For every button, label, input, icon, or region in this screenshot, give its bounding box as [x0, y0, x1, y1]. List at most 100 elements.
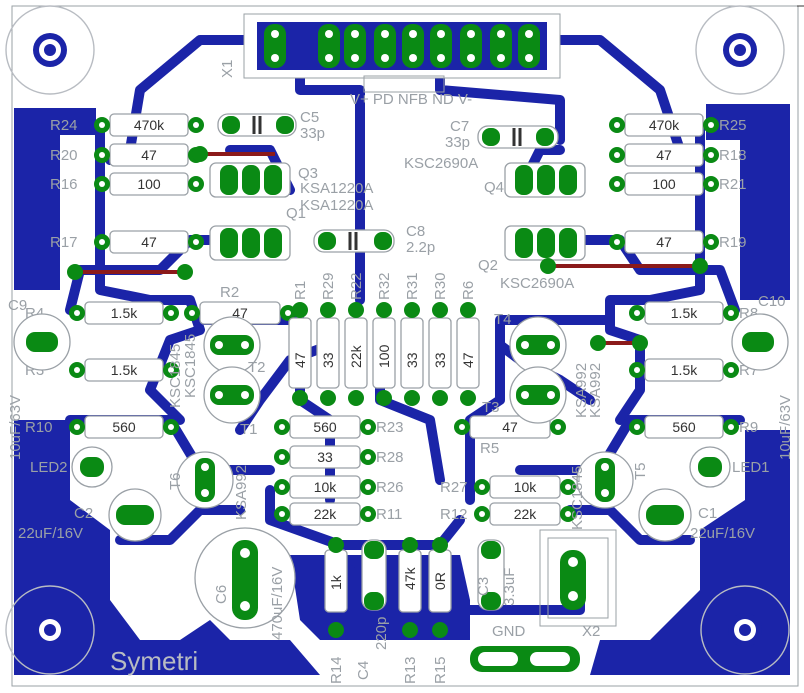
resistor-ref: R10 [25, 419, 53, 436]
c8-value: 2.2p [406, 239, 435, 256]
c4-value: 220p [373, 617, 390, 650]
transistor-t1: T1 KSC1845 [167, 344, 261, 438]
vertical-resistor-array: 47R133R2922kR22100R3233R3133R3047R61kR14… [288, 272, 480, 684]
resistor-value: 1k [328, 574, 344, 590]
q2-ref: Q2 [478, 257, 498, 274]
resistor-value: 10k [514, 479, 538, 495]
resistor-value: 1.5k [111, 305, 138, 321]
gnd-label: GND [492, 623, 526, 640]
q4-ref: Q4 [484, 179, 504, 196]
capacitor-c8: C8 2.2p [313, 223, 435, 256]
resistor-ref: R20 [50, 147, 78, 164]
resistor-ref: R25 [719, 117, 747, 134]
resistor-value: 33 [320, 352, 336, 368]
resistor-ref: R19 [719, 234, 747, 251]
t4-part: KSA992 [573, 363, 590, 418]
ground-plane-right-lower [590, 430, 790, 675]
resistor-value: 100 [652, 176, 676, 192]
c2-value: 22uF/16V [18, 525, 83, 542]
ground-plane-left [14, 108, 96, 290]
transistor-t2: T2 KSC1845 [182, 316, 266, 398]
q3-part: KSA1220A [300, 180, 373, 197]
x1-pin-labels: V+ PD NFB ND V- [350, 91, 472, 108]
resistor-ref: R26 [376, 479, 404, 496]
q2-part: KSC2690A [500, 275, 574, 292]
resistor-value: 22k [514, 506, 538, 522]
resistor-value: 560 [672, 419, 696, 435]
mounting-hole-top-right [695, 5, 785, 95]
t2-part: KSC1845 [182, 334, 199, 398]
t6-part: KSA992 [233, 465, 250, 520]
resistor-value: 33 [432, 352, 448, 368]
resistor-r25: 470k R25 [609, 113, 747, 137]
resistor-r10: 560 R10 [25, 415, 179, 439]
resistor-value: 47 [292, 352, 308, 368]
resistor-value: 0R [432, 572, 448, 590]
resistor-value: 470k [134, 117, 165, 133]
transistor-q2: Q2 KSC2690A [478, 225, 586, 292]
c4-ref: C4 [355, 661, 372, 680]
resistor-ref: R31 [404, 272, 421, 300]
capacitor-c5: C5 33p [217, 109, 325, 142]
capacitor-c10: C10 10uF/63V [731, 293, 794, 460]
transistor-q1: KSA1220A Q1 [209, 197, 373, 261]
connector-x1: X1 V+ PD NFB ND V- [219, 13, 561, 108]
resistor-ref: R23 [376, 419, 404, 436]
resistor-r12: 22k R12 [440, 502, 576, 526]
resistor-value: 22k [348, 344, 364, 368]
q3-ref: Q3 [298, 165, 318, 182]
resistor-ref: R14 [328, 656, 345, 684]
c9-ref: C9 [8, 297, 27, 314]
capacitor-c4: C4 220p [355, 539, 390, 680]
c5-ref: C5 [300, 109, 319, 126]
resistor-ref: R13 [402, 656, 419, 684]
t1-part: KSC1845 [167, 344, 184, 408]
board-title: Symetri [110, 646, 198, 676]
resistor-ref: R28 [376, 449, 404, 466]
resistor-value: 560 [112, 419, 136, 435]
resistor-value: 47 [141, 147, 157, 163]
resistor-value: 47k [402, 566, 418, 590]
resistor-value: 47 [656, 147, 672, 163]
capacitor-c2: C2 22uF/16V [18, 488, 162, 542]
c3-ref: C3 [475, 577, 492, 596]
mounting-hole-bottom-left [5, 585, 95, 675]
c7-value: 33p [445, 134, 470, 151]
c8-ref: C8 [406, 223, 425, 240]
led1-ref: LED1 [732, 459, 770, 476]
transistor-t3: KSA992 T3 [482, 363, 604, 424]
resistor-value: 470k [649, 117, 680, 133]
c10-value: 10uF/63V [777, 395, 794, 460]
q1-ref: Q1 [286, 205, 306, 222]
resistor-ref: R12 [440, 506, 468, 523]
resistor-value: 47 [460, 352, 476, 368]
x1-ref: X1 [219, 60, 236, 78]
resistor-value: 22k [314, 506, 338, 522]
resistor-ref: R29 [320, 272, 337, 300]
t6-ref: T6 [167, 472, 184, 490]
q1-part: KSA1220A [300, 197, 373, 214]
resistor-ref: R6 [460, 281, 477, 300]
x2-ref: X2 [582, 623, 600, 640]
c5-value: 33p [300, 125, 325, 142]
resistor-ref: R5 [480, 440, 499, 457]
resistor-value: 1.5k [671, 305, 698, 321]
t5-part: KSC1845 [569, 466, 586, 530]
transistor-t5: T5 KSC1845 [569, 451, 649, 530]
resistor-value: 100 [137, 176, 161, 192]
mounting-hole-top-left [5, 5, 95, 95]
c9-value: 10uF/63V [7, 395, 24, 460]
